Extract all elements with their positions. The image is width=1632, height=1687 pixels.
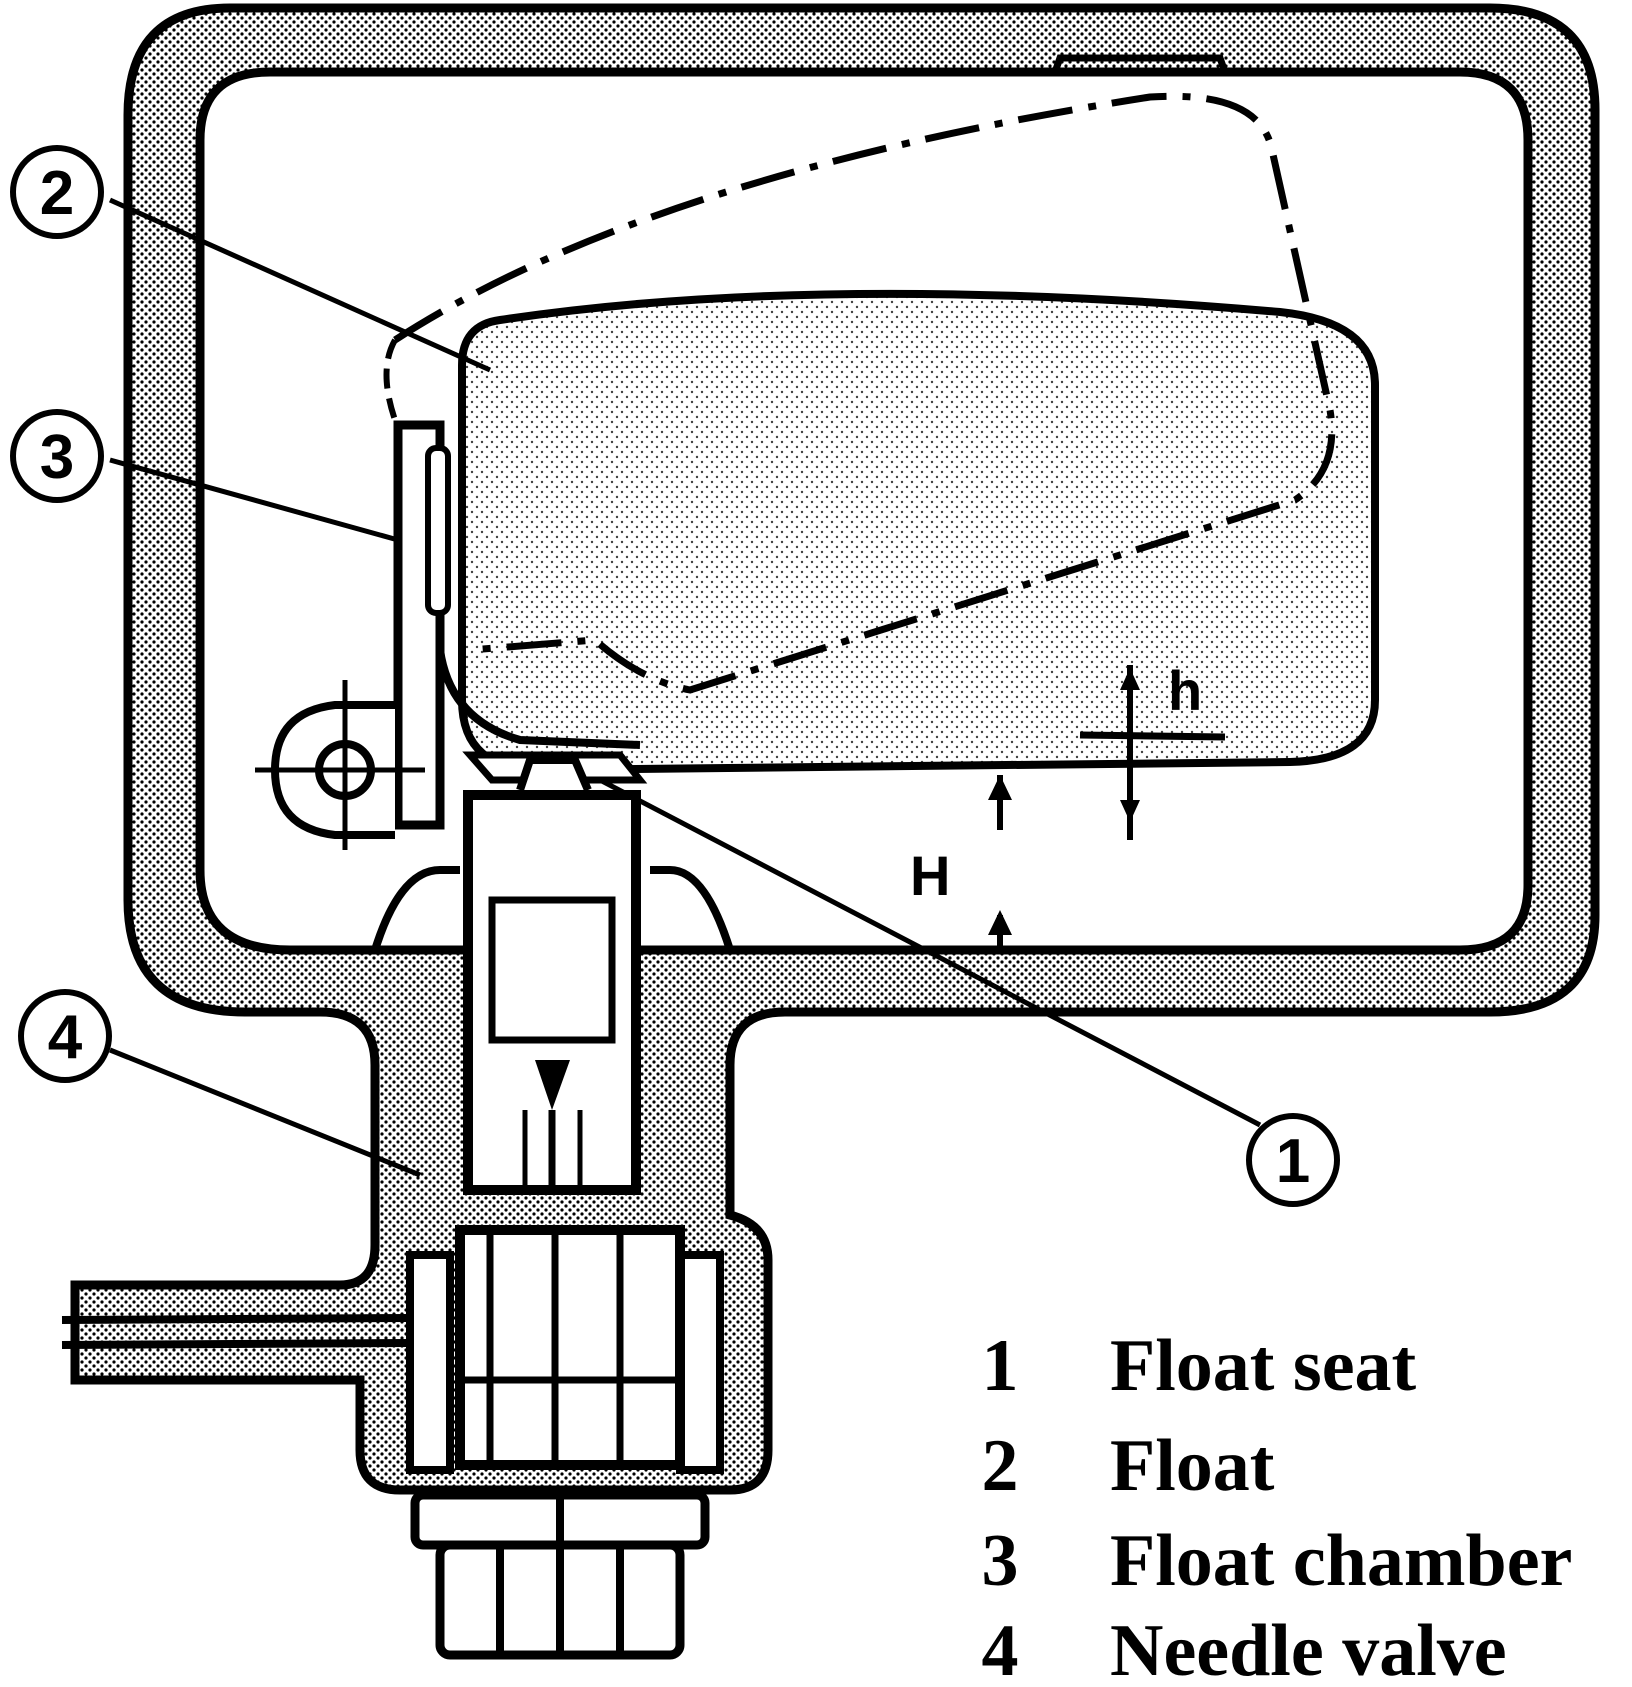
- hex-nut: [410, 1490, 710, 1660]
- legend-number-2: 2: [982, 1425, 1019, 1507]
- callout-2-number: 2: [40, 159, 74, 228]
- legend-number-4: 4: [982, 1610, 1019, 1687]
- legend-number-3: 3: [982, 1520, 1019, 1602]
- needle-valve-tip: [535, 1060, 570, 1110]
- needle-valve-assembly: [463, 756, 641, 1195]
- leader-line-2: [108, 197, 492, 373]
- fuel-inlet-pipe: [61, 1251, 724, 1474]
- inlet-fitting: [455, 1225, 685, 1470]
- legend-label-2: Float: [1110, 1425, 1275, 1507]
- legend-label-4: Needle valve: [1110, 1610, 1507, 1687]
- callout-1-number: 1: [1276, 1127, 1310, 1196]
- callout-3: 3: [10, 409, 104, 503]
- legend-number-1: 1: [982, 1325, 1019, 1407]
- float-raised-position: [393, 92, 1336, 694]
- dimension-h: [1079, 665, 1226, 840]
- callout-4: 4: [18, 989, 112, 1083]
- legend-label-3: Float chamber: [1110, 1520, 1572, 1602]
- pivot-pin: [255, 680, 425, 850]
- float-arm: [393, 420, 648, 830]
- dimension-h-label: h: [1168, 659, 1202, 722]
- leader-line-4: [109, 1047, 421, 1178]
- legend: 1 Float seat 2 Float 3 Float chamber 4 N…: [982, 1325, 1573, 1687]
- callout-1: 1: [1246, 1113, 1340, 1207]
- callout-4-number: 4: [48, 1003, 83, 1072]
- dimension-H: [988, 775, 1012, 950]
- float-raised-side: [383, 338, 398, 421]
- leader-line-1: [598, 777, 1262, 1128]
- callout-2: 2: [10, 145, 104, 239]
- leader-line-3: [109, 457, 399, 543]
- float: [458, 289, 1379, 775]
- dimension-H-label: H: [910, 844, 950, 907]
- legend-label-1: Float seat: [1110, 1325, 1417, 1407]
- callout-3-number: 3: [40, 423, 74, 492]
